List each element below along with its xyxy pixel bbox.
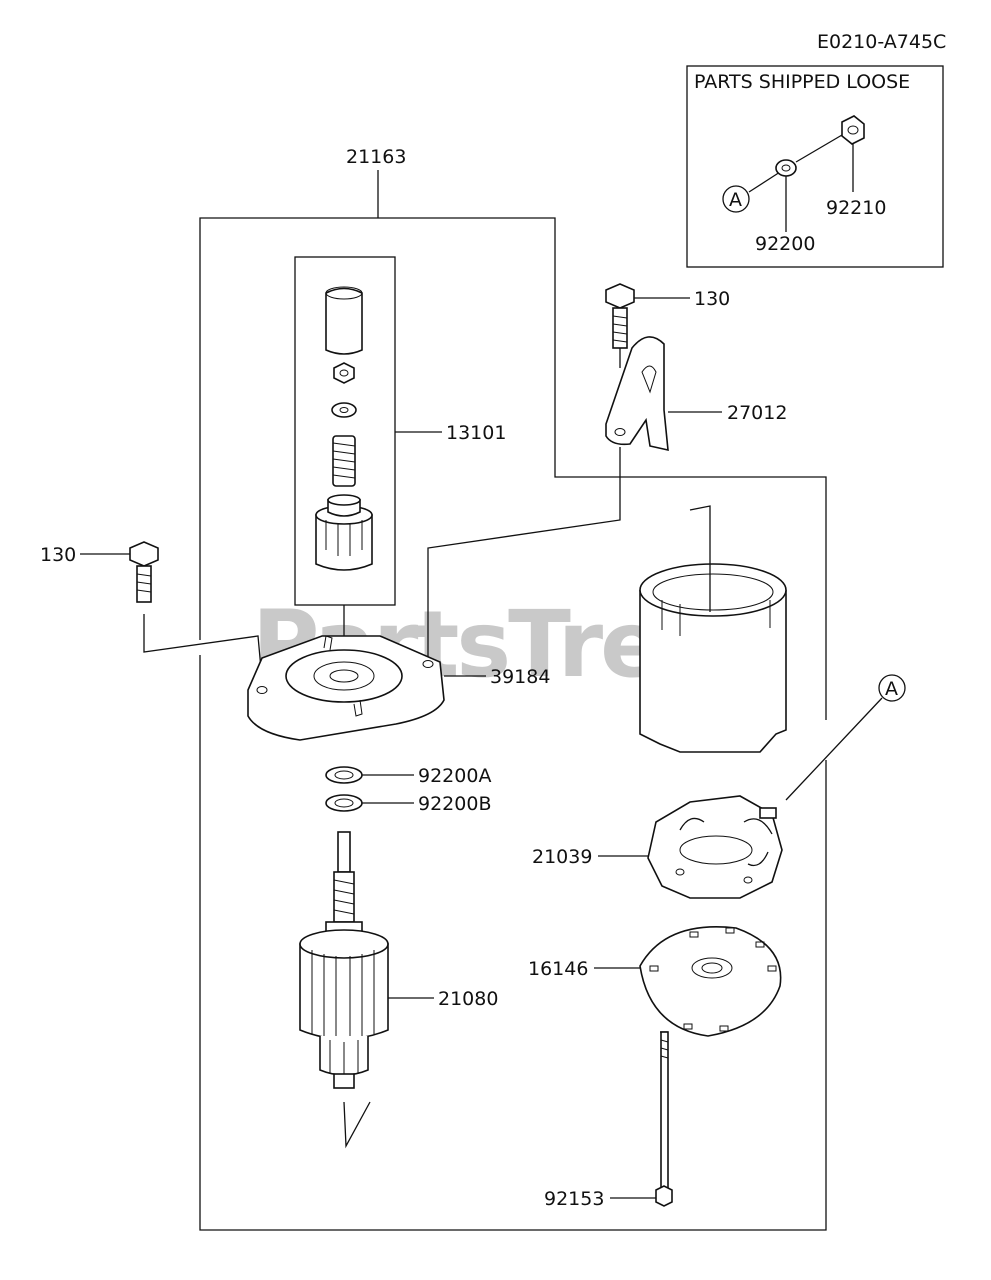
label-92200[interactable]: 92200 bbox=[755, 233, 815, 255]
part-92200b-washer[interactable] bbox=[325, 794, 363, 812]
label-92200a[interactable]: 92200A bbox=[418, 765, 491, 787]
diagram-code: E0210-A745C bbox=[817, 31, 946, 53]
part-motor-yoke[interactable] bbox=[639, 563, 787, 753]
label-130-top[interactable]: 130 bbox=[694, 288, 730, 310]
part-130-bolt-top[interactable] bbox=[605, 283, 635, 349]
label-27012[interactable]: 27012 bbox=[727, 402, 787, 424]
label-21080[interactable]: 21080 bbox=[438, 988, 498, 1010]
part-92210-nut[interactable] bbox=[841, 115, 865, 145]
label-92153[interactable]: 92153 bbox=[544, 1188, 604, 1210]
part-drive-spring[interactable] bbox=[332, 435, 356, 487]
ref-marker-a-loose-label: A bbox=[729, 189, 742, 211]
part-92200-washer[interactable] bbox=[775, 159, 797, 177]
label-16146[interactable]: 16146 bbox=[528, 958, 588, 980]
part-27012-bracket[interactable] bbox=[605, 336, 669, 452]
part-drive-washer[interactable] bbox=[331, 402, 357, 418]
part-16146-end-plate[interactable] bbox=[639, 926, 782, 1037]
drive-kit-13101: 13101 bbox=[294, 256, 506, 640]
label-39184[interactable]: 39184 bbox=[490, 666, 550, 688]
part-130-bolt-left[interactable] bbox=[129, 541, 159, 603]
part-21039-brush-holder[interactable] bbox=[647, 795, 783, 899]
parts-shipped-loose-title: PARTS SHIPPED LOOSE bbox=[694, 71, 910, 93]
part-39184-end-cover[interactable] bbox=[247, 635, 445, 741]
label-92210[interactable]: 92210 bbox=[826, 197, 886, 219]
label-13101[interactable]: 13101 bbox=[446, 422, 506, 444]
ref-marker-a-loose[interactable] bbox=[722, 185, 750, 213]
ref-marker-a[interactable] bbox=[878, 674, 906, 702]
part-21080-armature[interactable] bbox=[299, 831, 389, 1089]
part-92153-through-bolt[interactable] bbox=[655, 1031, 673, 1207]
ref-marker-a-label: A bbox=[885, 678, 898, 700]
label-21163[interactable]: 21163 bbox=[346, 146, 406, 168]
parts-shipped-loose-box: PARTS SHIPPED LOOSE A 92200 92210 bbox=[686, 65, 944, 268]
label-21039[interactable]: 21039 bbox=[532, 846, 592, 868]
part-pinion-gear[interactable] bbox=[315, 494, 373, 571]
part-drive-cap[interactable] bbox=[325, 286, 363, 355]
label-92200b[interactable]: 92200B bbox=[418, 793, 491, 815]
assembly-21163-frame: 21163 bbox=[199, 146, 827, 1231]
part-92200a-washer[interactable] bbox=[325, 766, 363, 784]
part-drive-nut[interactable] bbox=[333, 362, 355, 384]
label-130-left[interactable]: 130 bbox=[40, 544, 76, 566]
